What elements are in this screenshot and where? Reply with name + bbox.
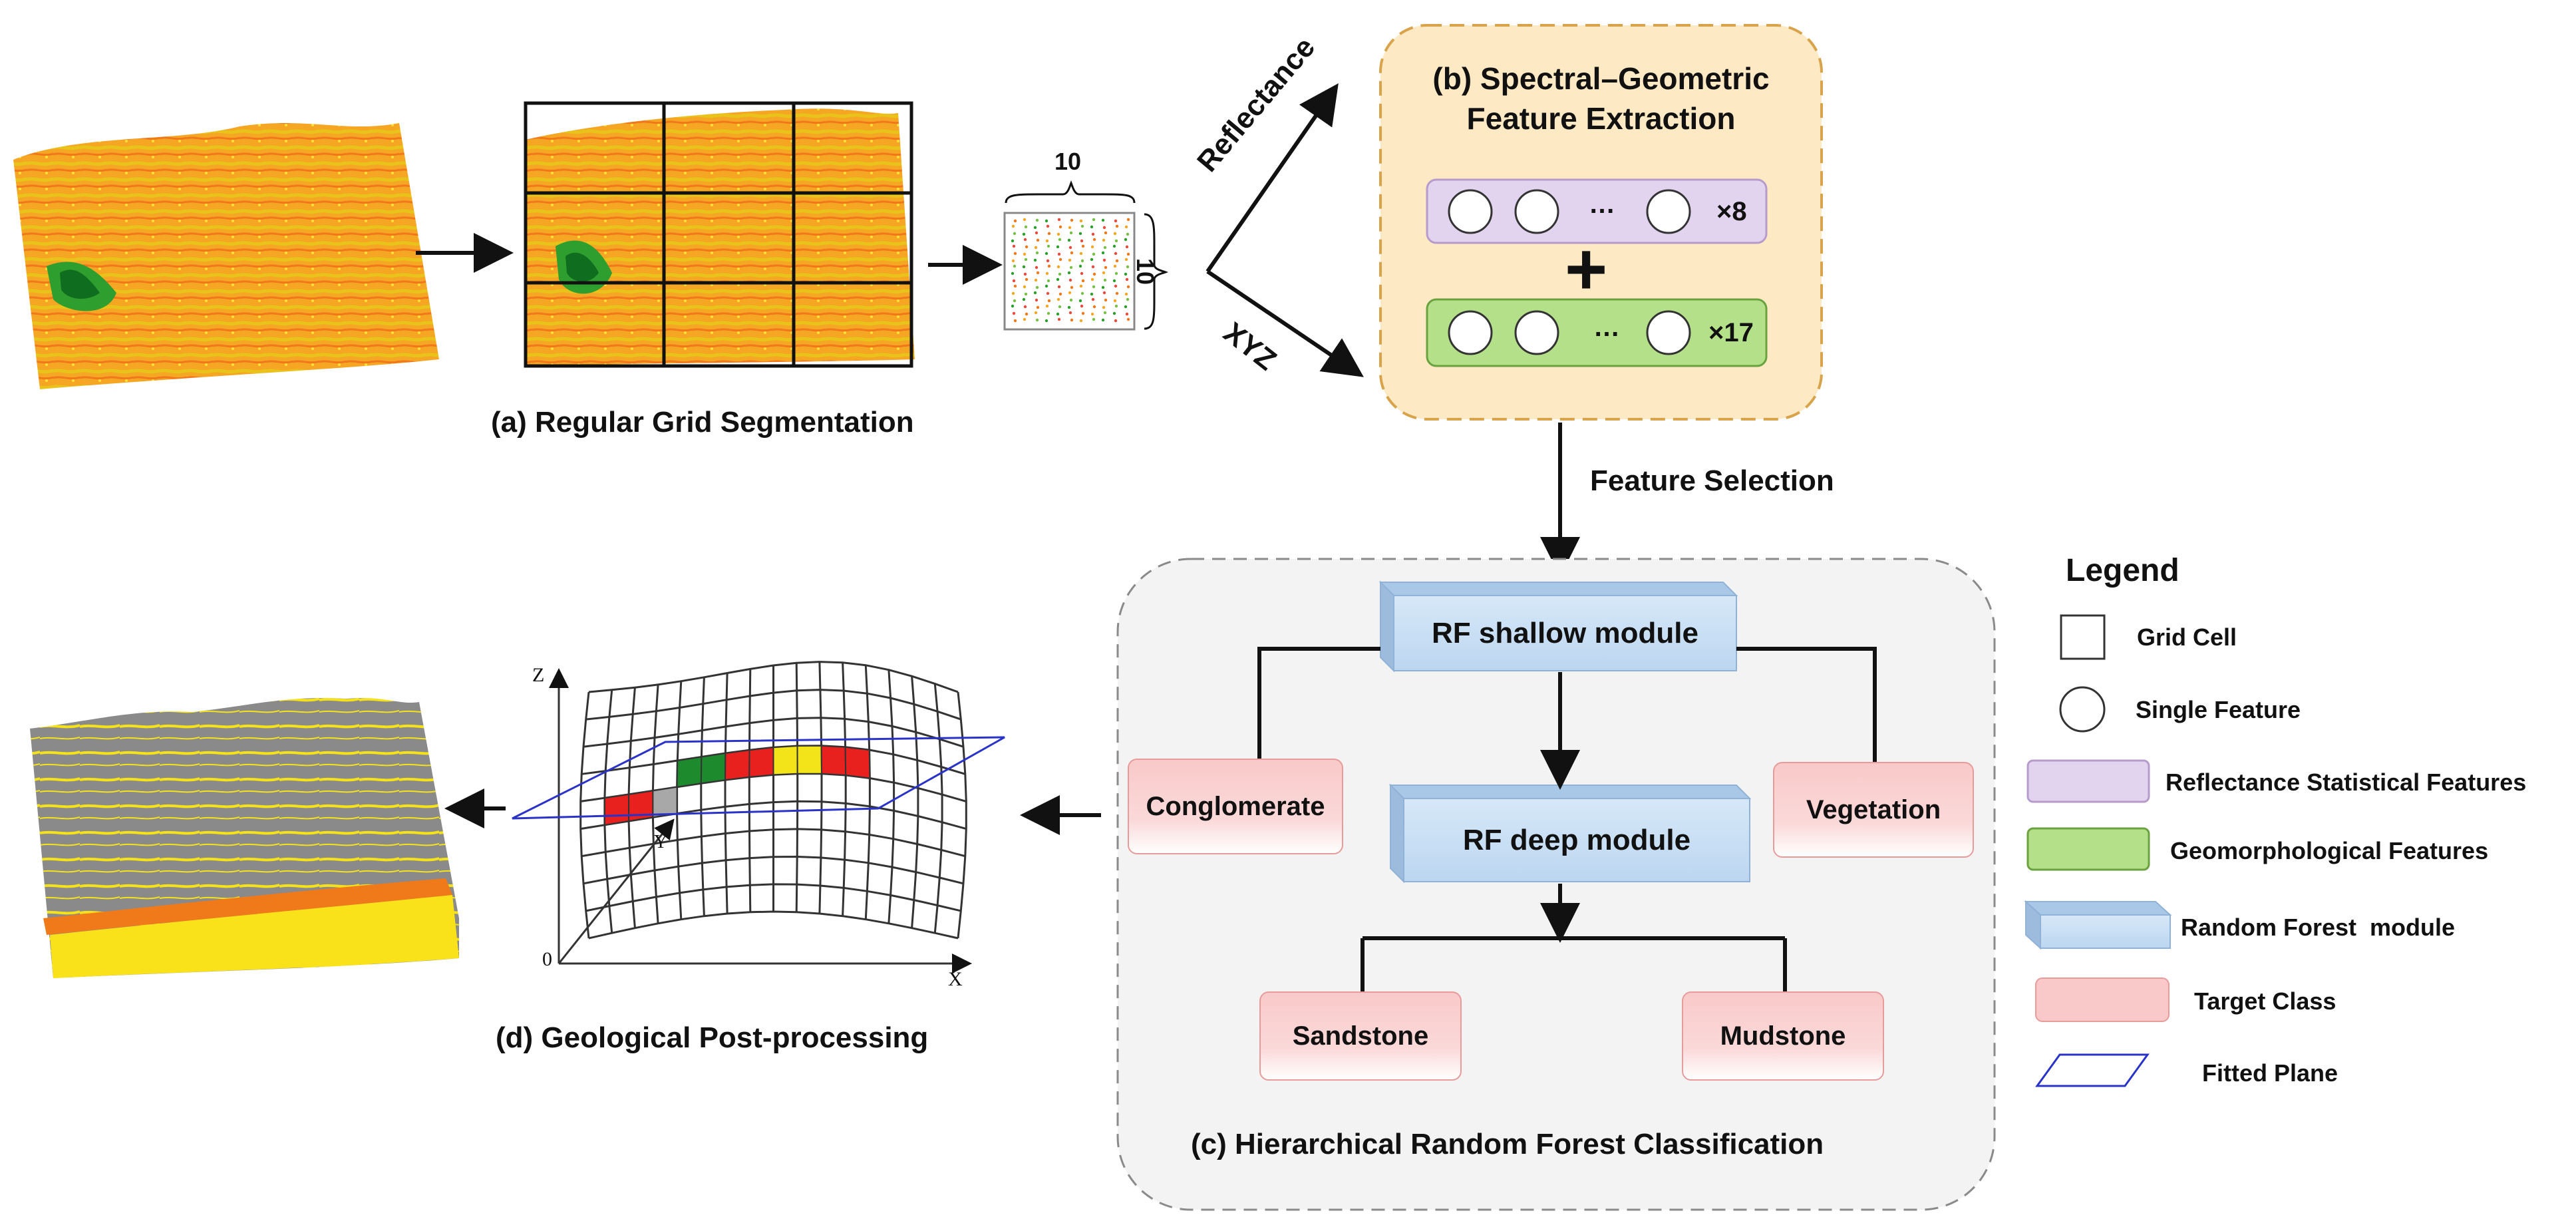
- fitted-grid-plot: [512, 661, 1005, 973]
- axis-z-label: Z: [532, 664, 545, 686]
- legend-geomorph-label: Geomorphological Features: [2170, 837, 2489, 864]
- ellipsis-reflectance: …: [1589, 190, 1615, 219]
- caption-b-line1: (b) Spectral–Geometric: [1432, 61, 1770, 96]
- class-vegetation: Vegetation: [1773, 762, 1974, 858]
- axis-y-label: Y: [654, 832, 668, 852]
- legend-reflectance-swatch: [2026, 759, 2150, 803]
- legend-target-label: Target Class: [2194, 987, 2336, 1015]
- legend-title: Legend: [2066, 553, 2179, 588]
- classified-point-cloud: [30, 697, 459, 978]
- legend-plane-icon: [2035, 1053, 2150, 1087]
- axis-origin-label: 0: [542, 948, 552, 970]
- rf-deep-module-box: [1388, 783, 1752, 884]
- raw-point-cloud: [13, 123, 439, 389]
- dim-side-label: 10: [1132, 258, 1159, 285]
- legend-grid-cell-label: Grid Cell: [2137, 623, 2237, 651]
- ellipsis-geometric: …: [1593, 313, 1620, 342]
- rf-deep-module: RF deep module: [1462, 823, 1691, 856]
- feature-circle: [1646, 310, 1691, 355]
- dim-top-label: 10: [1054, 148, 1082, 175]
- axis-x-label: X: [948, 968, 963, 990]
- single-grid-cell: [1003, 180, 1169, 331]
- arrow-reflectance: [1206, 83, 1339, 273]
- caption-a: (a) Regular Grid Segmentation: [491, 406, 914, 439]
- legend-plane-label: Fitted Plane: [2202, 1059, 2338, 1087]
- legend-single-feature-icon: [2059, 686, 2106, 733]
- feature-circle: [1448, 310, 1493, 355]
- geometric-count: ×17: [1708, 318, 1754, 347]
- legend-single-feature-label: Single Feature: [2136, 696, 2301, 723]
- class-mudstone: Mudstone: [1682, 991, 1884, 1081]
- feature-circle: [1514, 310, 1559, 355]
- caption-b: (b) Spectral–Geometric Feature Extractio…: [1380, 59, 1822, 138]
- caption-d: (d) Geological Post-processing: [496, 1021, 929, 1054]
- rf-shallow-module: RF shallow module: [1432, 616, 1698, 649]
- arrow-xyz: [1206, 269, 1364, 377]
- legend-rf-module-icon: [2024, 900, 2172, 950]
- caption-c: (c) Hierarchical Random Forest Classific…: [1191, 1128, 1824, 1160]
- gridded-point-cloud: [524, 101, 915, 368]
- legend-grid-cell-icon: [2060, 614, 2106, 660]
- rf-shallow-module-box: [1378, 580, 1738, 673]
- class-conglomerate: Conglomerate: [1128, 759, 1343, 854]
- reflectance-count: ×8: [1716, 197, 1747, 226]
- feature-circle: [1646, 189, 1691, 234]
- class-sandstone: Sandstone: [1259, 991, 1462, 1081]
- caption-b-line2: Feature Extraction: [1466, 101, 1736, 136]
- legend-target-swatch: [2035, 977, 2170, 1022]
- legend-geomorph-swatch: [2026, 827, 2150, 871]
- feature-selection-label: Feature Selection: [1590, 464, 1834, 497]
- feature-circle: [1448, 189, 1493, 234]
- plus-sign: +: [1565, 228, 1608, 310]
- legend-rf-module-label: Random Forest module: [2181, 914, 2456, 941]
- legend-reflectance-label: Reflectance Statistical Features: [2166, 769, 2527, 796]
- feature-circle: [1514, 189, 1559, 234]
